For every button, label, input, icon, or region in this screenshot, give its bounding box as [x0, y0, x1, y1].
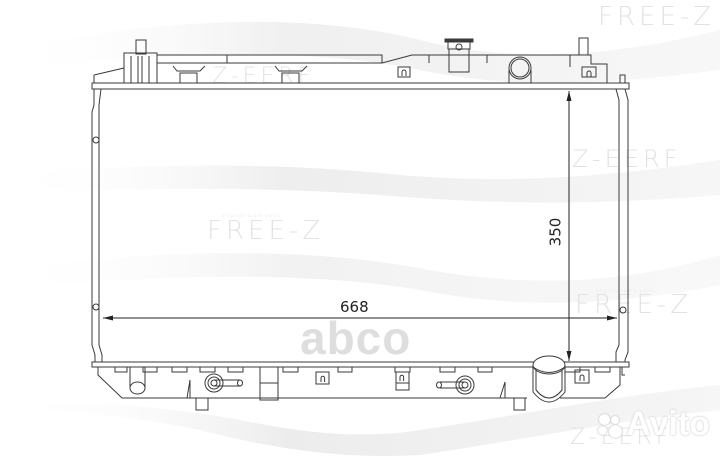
avito-logo: Avito — [597, 405, 710, 444]
brand-tagline-center: original spare parts — [222, 213, 281, 218]
top-tank — [91, 37, 630, 90]
brand-watermark-top-right: FREE-Z — [598, 2, 716, 32]
marketplace-ghost-watermark: abco — [300, 312, 412, 364]
brand-watermark-center: FREE-Z — [207, 216, 325, 246]
avito-dots-icon — [597, 412, 623, 438]
width-dimension-label: 668 — [340, 298, 369, 316]
bottom-tank — [91, 355, 630, 411]
brand-watermark-mirrored-right: Z-EERF — [572, 145, 682, 173]
avito-logo-text: Avito — [626, 405, 710, 443]
height-dimension-label: 350 — [546, 217, 565, 247]
brand-watermark-right: FREE-Z — [575, 290, 693, 320]
brand-tagline-right: original spare parts — [596, 288, 655, 293]
